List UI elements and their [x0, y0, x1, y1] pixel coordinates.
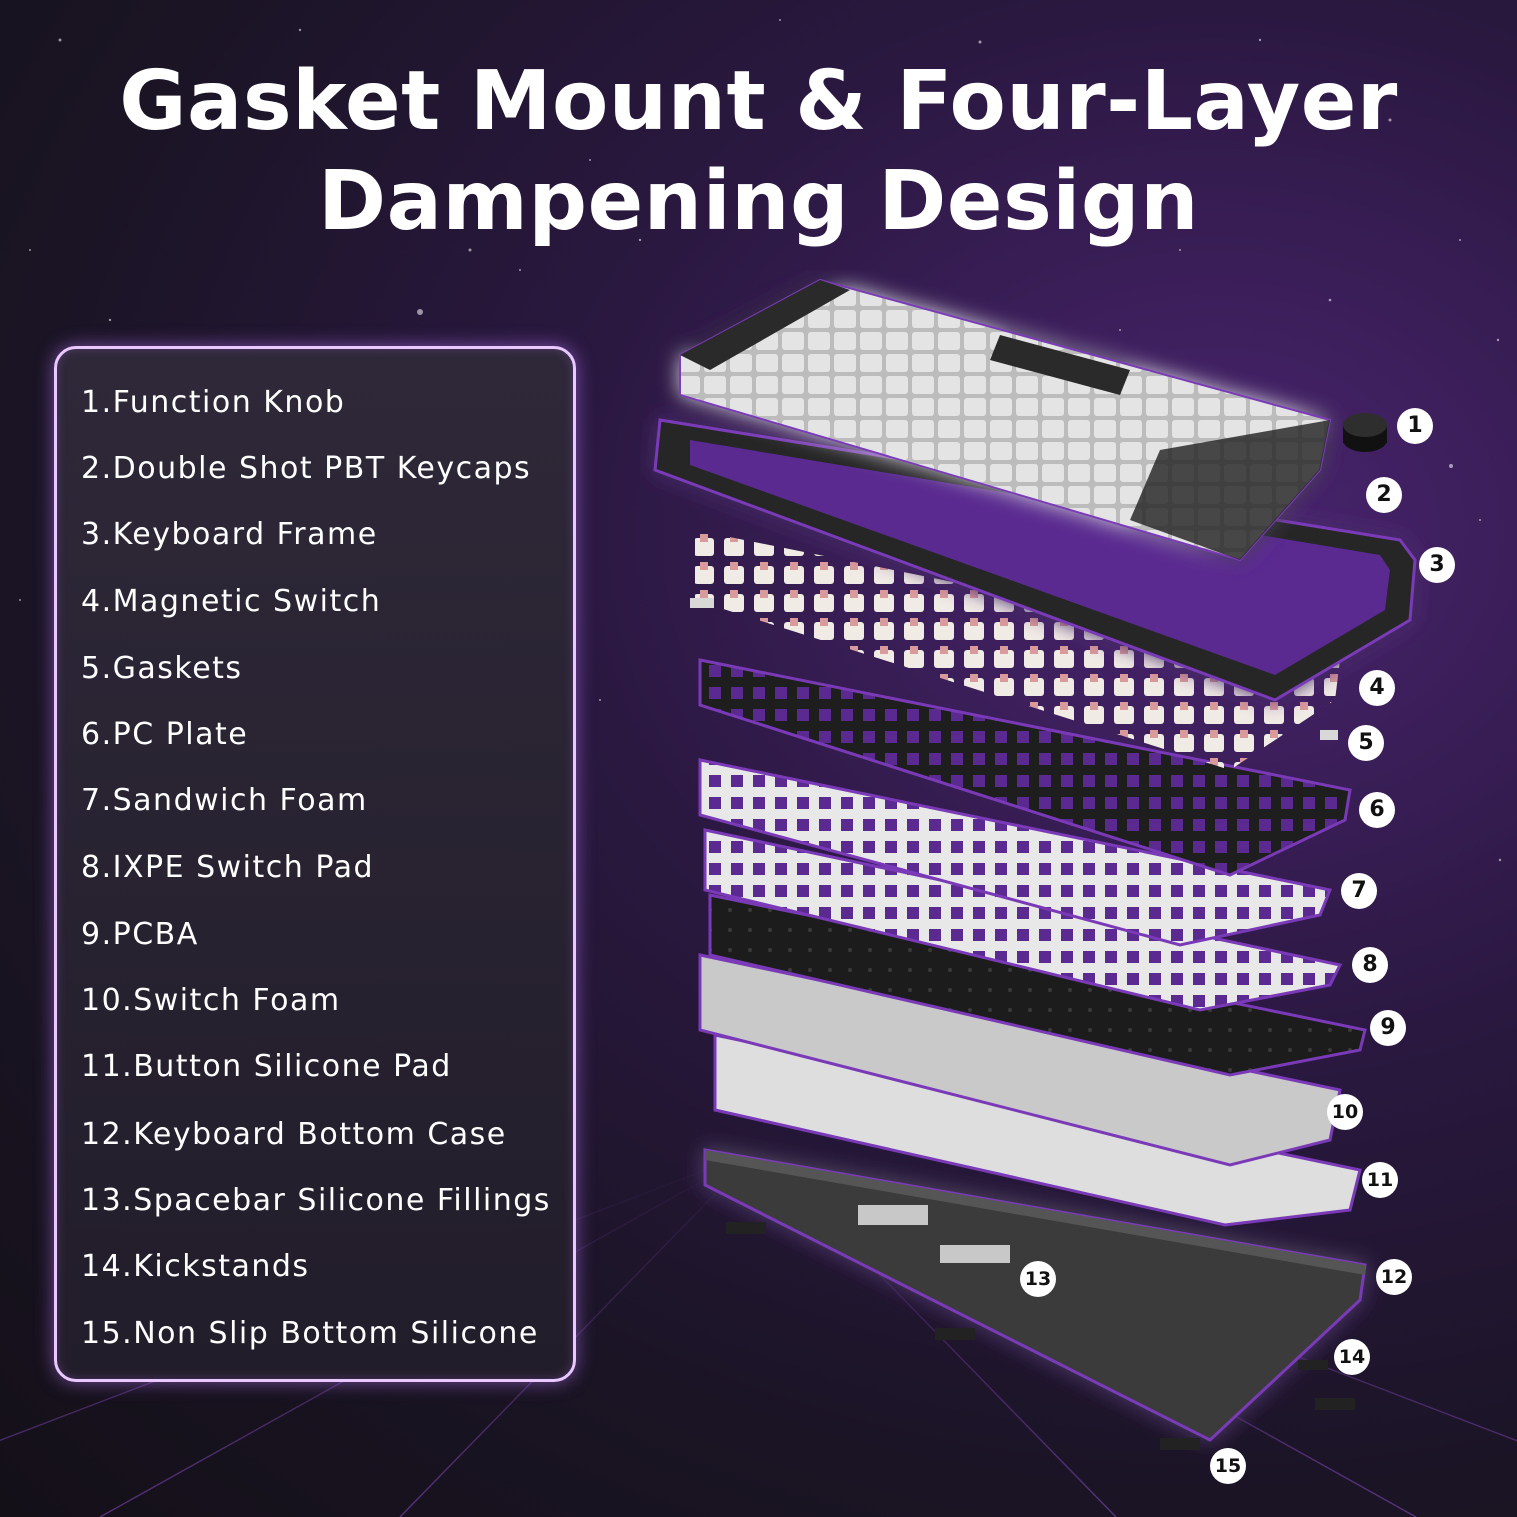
non-slip-foot: [1160, 1438, 1200, 1450]
pcba: [708, 893, 1367, 1077]
callout-badge: 4: [1359, 670, 1395, 706]
legend-item: 5.Gaskets: [81, 651, 243, 686]
legend-item: 8.IXPE Switch Pad: [81, 850, 374, 885]
exploded-keyboard-illustration: [653, 278, 1417, 1450]
legend-item: 12.Keyboard Bottom Case: [81, 1117, 507, 1152]
callout-badge: 6: [1359, 792, 1395, 828]
non-slip-foot: [1315, 1398, 1355, 1410]
gasket: [1320, 730, 1338, 740]
legend-item: 7.Sandwich Foam: [81, 783, 368, 818]
non-slip-foot: [726, 1222, 766, 1234]
callout-badge: 11: [1362, 1162, 1398, 1198]
components-legend: 1.Function Knob 2.Double Shot PBT Keycap…: [54, 346, 576, 1382]
legend-item: 1.Function Knob: [81, 385, 346, 420]
function-knob: [1343, 413, 1387, 452]
legend-item: 9.PCBA: [81, 917, 199, 952]
page-title: Gasket Mount & Four-Layer Dampening Desi…: [0, 52, 1517, 252]
magnetic-switches: [695, 530, 1340, 770]
callout-badge: 12: [1376, 1259, 1412, 1295]
keyboard-frame: [653, 418, 1417, 702]
callout-badge: 9: [1370, 1010, 1406, 1046]
kickstand: [1298, 1360, 1328, 1370]
callout-badge: 2: [1366, 477, 1402, 513]
callout-badge: 8: [1352, 947, 1388, 983]
ixpe-switch-pad: [703, 828, 1343, 1012]
callout-badge: 15: [1210, 1448, 1246, 1484]
callout-badge: 14: [1334, 1339, 1370, 1375]
keycaps: [679, 278, 1332, 562]
callout-badge: 1: [1397, 408, 1433, 444]
title-line-1: Gasket Mount & Four-Layer: [119, 54, 1398, 149]
callout-badge: 13: [1020, 1261, 1056, 1297]
legend-item: 6.PC Plate: [81, 717, 249, 752]
callout-badge: 5: [1348, 725, 1384, 761]
non-slip-foot: [935, 1328, 975, 1340]
legend-item: 10.Switch Foam: [81, 983, 341, 1018]
legend-item: 2.Double Shot PBT Keycaps: [81, 451, 532, 486]
legend-item: 14.Kickstands: [81, 1249, 310, 1284]
callout-badge: 10: [1327, 1094, 1363, 1130]
legend-item: 4.Magnetic Switch: [81, 584, 382, 619]
legend-item: 13.Spacebar Silicone Fillings: [81, 1183, 551, 1218]
spacebar-fillings: [858, 1205, 928, 1225]
legend-item: 15.Non Slip Bottom Silicone: [81, 1316, 539, 1351]
callout-badge: 7: [1341, 873, 1377, 909]
spacebar-fillings: [940, 1245, 1010, 1263]
legend-item: 11.Button Silicone Pad: [81, 1049, 452, 1084]
title-line-2: Dampening Design: [318, 154, 1199, 249]
gasket: [690, 598, 714, 608]
pc-plate: [698, 658, 1352, 877]
callout-badge: 3: [1419, 547, 1455, 583]
legend-item: 3.Keyboard Frame: [81, 517, 378, 552]
